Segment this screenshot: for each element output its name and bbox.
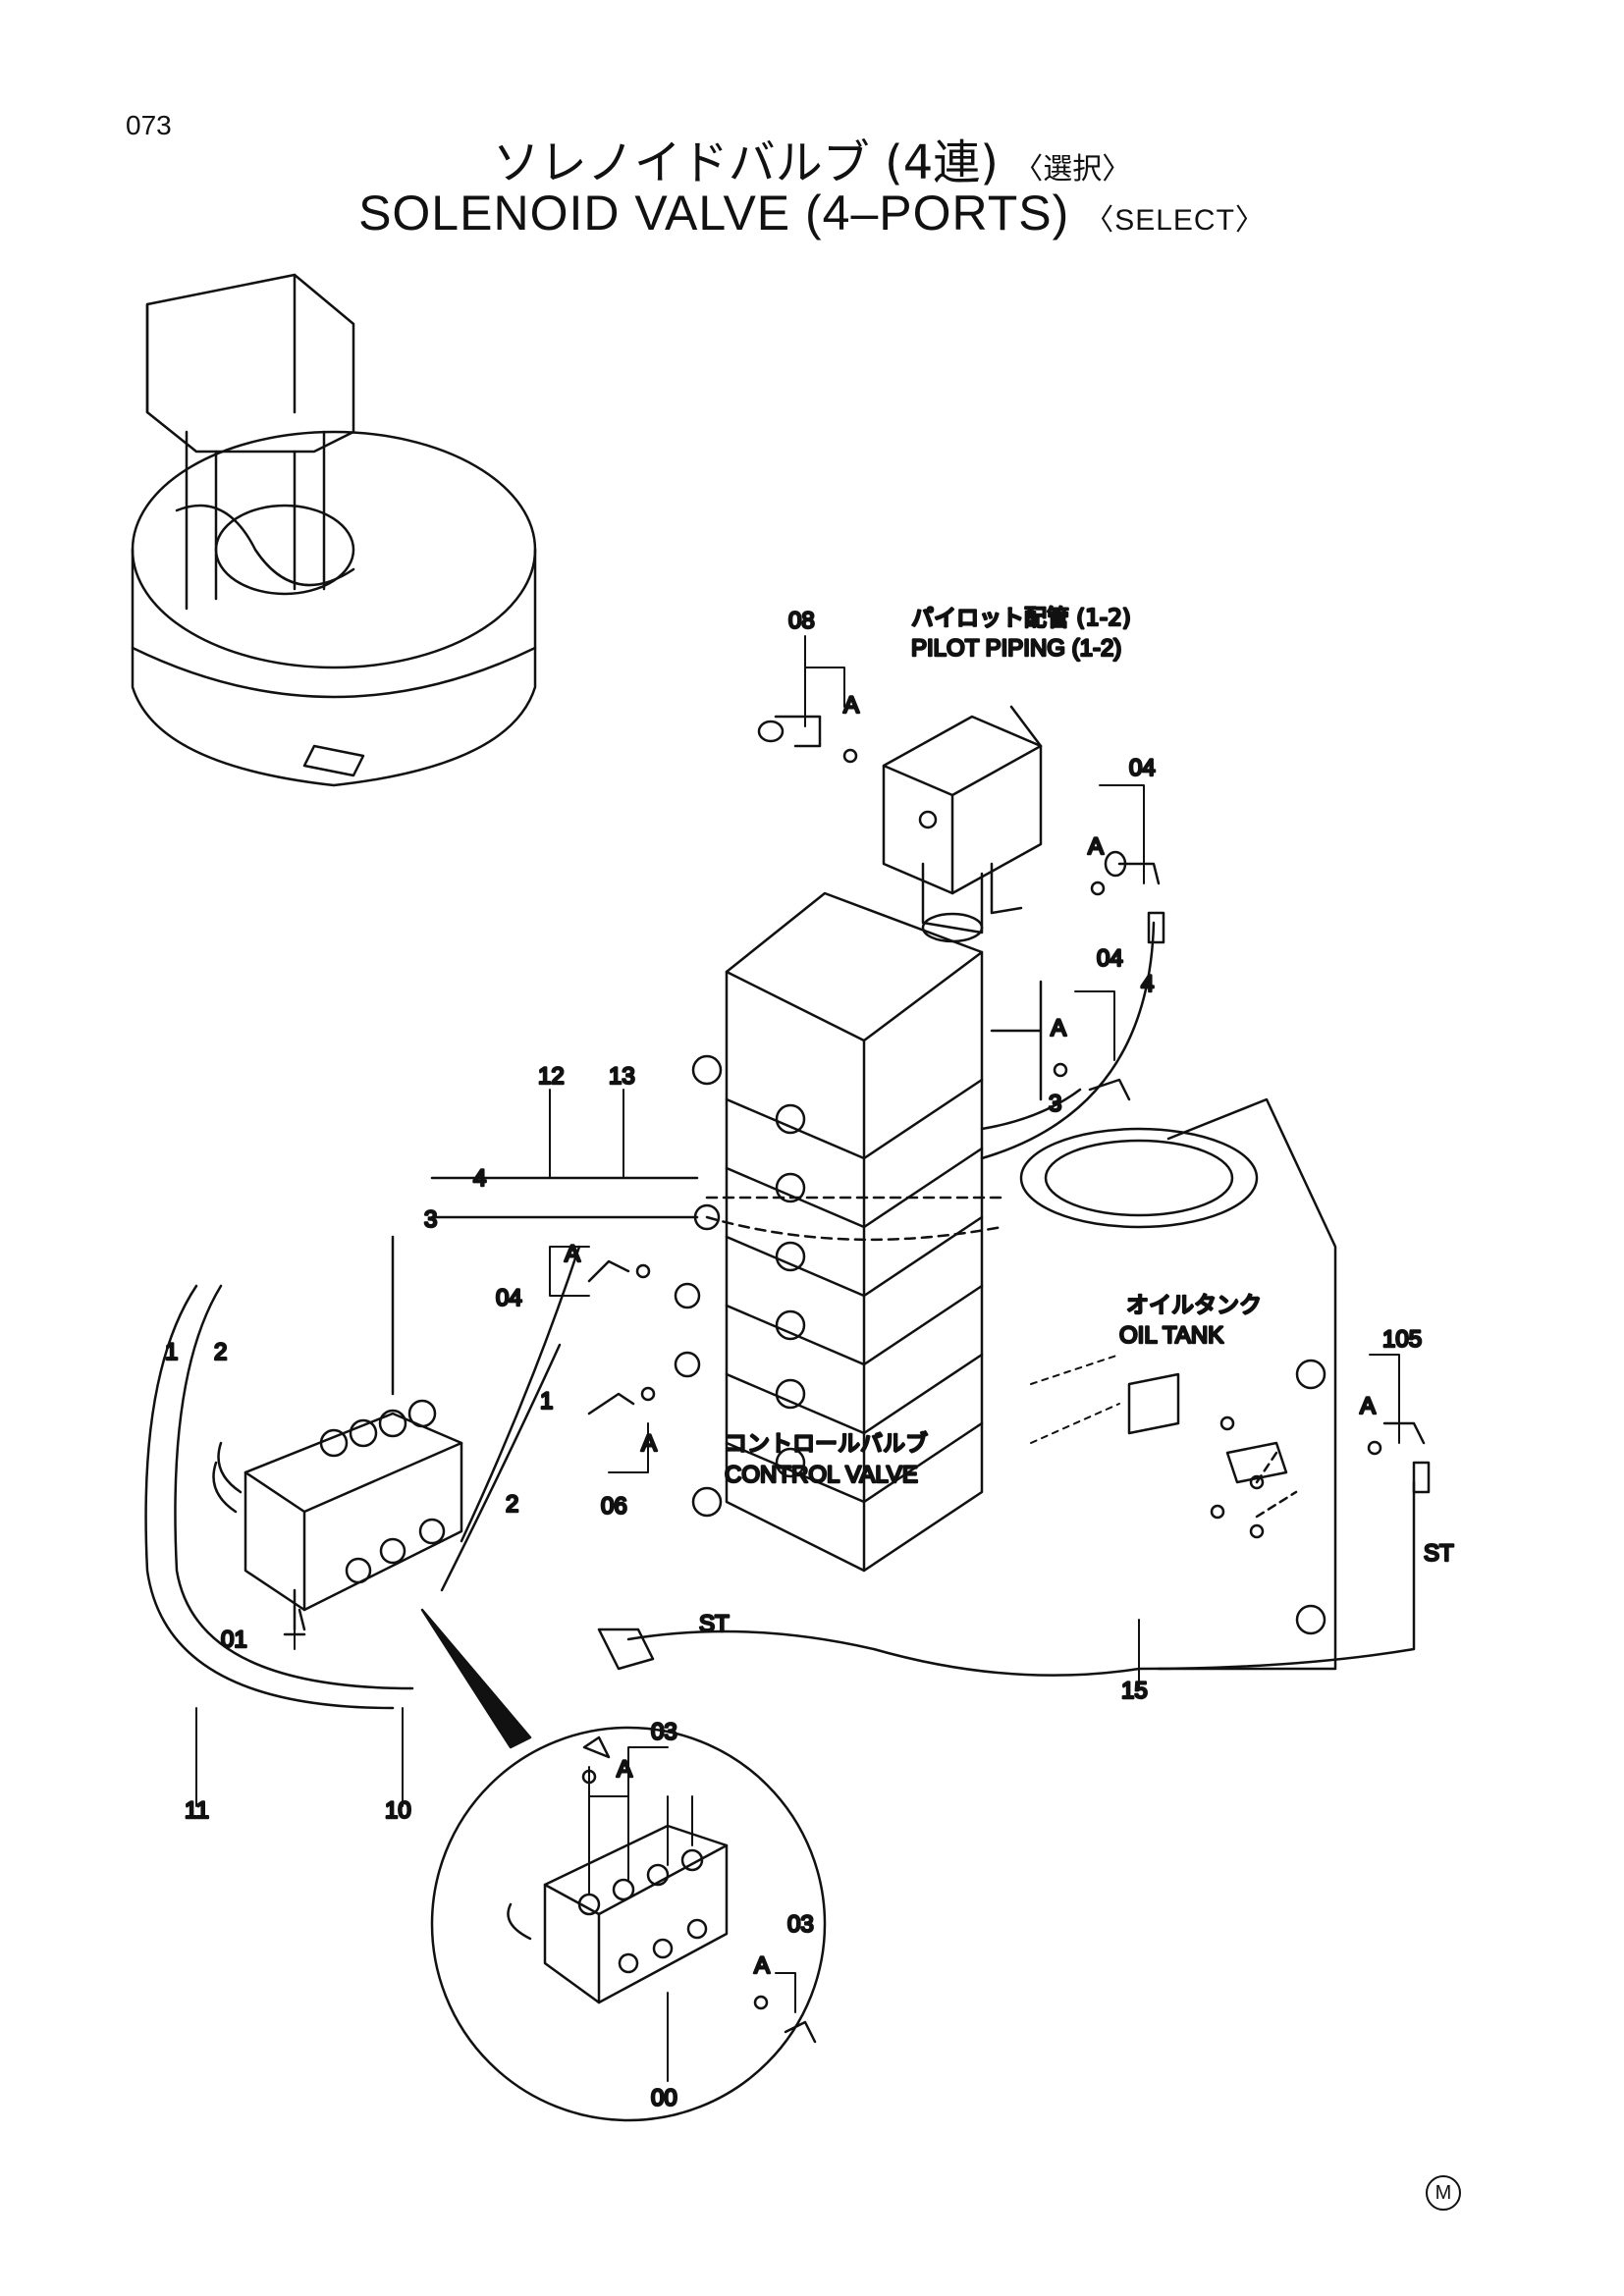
part-label-04-mid: 04 bbox=[1097, 945, 1123, 972]
hose-number-1-lower: 1 bbox=[540, 1388, 553, 1415]
pilot-piping-label-en: PILOT PIPING (1-2) bbox=[911, 635, 1121, 662]
o-ring-label-a-04-top: A bbox=[1088, 833, 1104, 860]
part-label-04-left: 04 bbox=[496, 1285, 522, 1311]
part-label-03-top: 03 bbox=[651, 1719, 677, 1745]
part-label-12: 12 bbox=[538, 1063, 565, 1090]
leader-lines bbox=[195, 635, 1400, 2082]
title-japanese-sub: 〈選択〉 bbox=[1013, 152, 1132, 187]
fittings bbox=[283, 715, 1431, 1671]
title-english-sub: 〈SELECT〉 bbox=[1084, 204, 1266, 237]
pilot-piping-block bbox=[882, 705, 1043, 943]
control-valve-stack bbox=[674, 891, 984, 1573]
control-valve-label-en: CONTROL VALVE bbox=[725, 1462, 918, 1488]
o-ring-label-a-08: A bbox=[843, 692, 859, 719]
o-ring-label-a-105: A bbox=[1360, 1393, 1376, 1419]
end-label-st-right: ST bbox=[1424, 1540, 1454, 1567]
pilot-piping-label-jp: パイロット配管 (1-2) bbox=[911, 606, 1131, 631]
o-ring-label-a-03-top: A bbox=[617, 1756, 632, 1783]
page-number: 073 bbox=[126, 110, 172, 140]
o-ring-label-a-06: A bbox=[641, 1430, 657, 1457]
o-ring-label-a-04-mid: A bbox=[1051, 1015, 1066, 1041]
hose-number-3-mid: 3 bbox=[1049, 1091, 1061, 1117]
part-label-00: 00 bbox=[651, 2085, 677, 2111]
part-label-06: 06 bbox=[601, 1493, 627, 1520]
solenoid-valve-block bbox=[212, 1399, 463, 1631]
part-label-15: 15 bbox=[1121, 1678, 1148, 1704]
hoses-and-pipes bbox=[144, 921, 1416, 1710]
part-label-13: 13 bbox=[609, 1063, 635, 1090]
o-ring-label-a-03-right: A bbox=[754, 1952, 770, 1979]
part-label-04-top: 04 bbox=[1129, 755, 1156, 781]
part-label-01: 01 bbox=[221, 1627, 247, 1653]
end-label-st-left: ST bbox=[699, 1611, 730, 1637]
part-label-08: 08 bbox=[788, 608, 815, 634]
pipe-number-3: 3 bbox=[424, 1206, 437, 1233]
part-label-11: 11 bbox=[185, 1797, 209, 1824]
title-japanese-main: ソレノイドバルブ (4連) bbox=[492, 135, 999, 190]
hose-number-4-top: 4 bbox=[1141, 971, 1154, 997]
oil-tank-label-en: OIL TANK bbox=[1119, 1322, 1223, 1349]
title-japanese: ソレノイドバルブ (4連) 〈選択〉 bbox=[0, 124, 1624, 192]
title-english: SOLENOID VALVE (4–PORTS) 〈SELECT〉 bbox=[0, 185, 1624, 241]
corner-m-mark: M bbox=[1426, 2175, 1461, 2211]
oil-tank bbox=[1019, 1097, 1337, 1671]
part-label-10: 10 bbox=[385, 1797, 411, 1824]
part-label-105: 105 bbox=[1382, 1326, 1422, 1353]
oil-tank-label-jp: オイルタンク bbox=[1126, 1293, 1262, 1318]
hose-number-2: 2 bbox=[214, 1339, 227, 1365]
control-valve-label-jp: コントロールバルブ bbox=[725, 1431, 928, 1457]
part-label-03-right: 03 bbox=[787, 1911, 814, 1938]
hose-number-1: 1 bbox=[165, 1339, 178, 1365]
excavator-machine-illustration bbox=[131, 273, 537, 787]
detail-callout bbox=[420, 1608, 827, 2122]
hose-number-2-lower: 2 bbox=[506, 1491, 518, 1518]
title-english-main: SOLENOID VALVE (4–PORTS) bbox=[358, 186, 1070, 240]
pipe-number-4: 4 bbox=[473, 1165, 486, 1192]
o-ring-label-a-04-left: A bbox=[565, 1241, 580, 1267]
